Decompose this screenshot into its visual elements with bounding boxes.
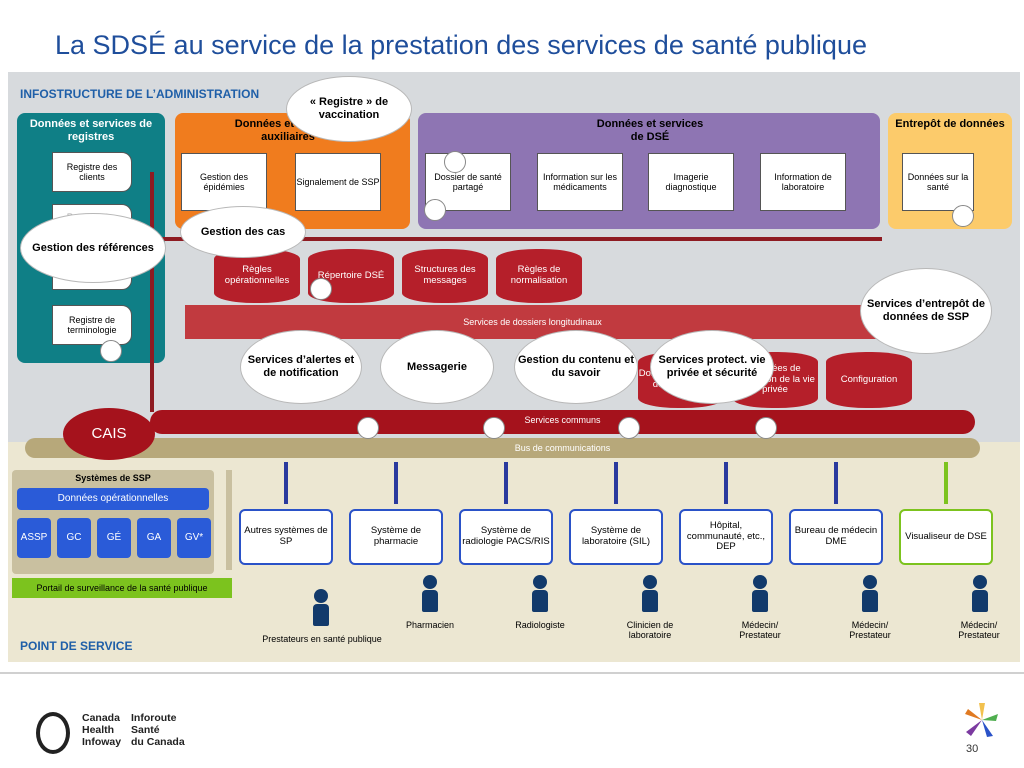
person-label: Médecin/ Prestateur bbox=[849, 620, 891, 641]
registries-header: Données et services de registres bbox=[29, 118, 153, 143]
person-icon bbox=[642, 575, 658, 612]
bus-arrow bbox=[394, 462, 398, 504]
operational-data: Données opérationnelles bbox=[17, 488, 209, 510]
dse-header: Données et services de DSÉ bbox=[596, 118, 704, 143]
drug-information: Information sur les médicaments bbox=[537, 153, 623, 211]
connector-dot bbox=[424, 199, 446, 221]
footer-divider bbox=[0, 672, 1024, 674]
vertical-connector bbox=[150, 172, 154, 412]
common-services-label: Services communs bbox=[524, 415, 601, 425]
connector-dot bbox=[357, 417, 379, 439]
vaccination-registry-bubble: « Registre » de vaccination bbox=[286, 76, 412, 142]
person-label: Radiologiste bbox=[515, 620, 565, 630]
integration-line bbox=[140, 237, 882, 241]
referral-management-bubble: Gestion des références bbox=[20, 213, 166, 283]
bus-arrow bbox=[834, 462, 838, 504]
person-icon bbox=[972, 575, 988, 612]
business-rules: Règles opérationnelles bbox=[214, 249, 300, 303]
other-ph-systems: Autres systèmes de SP bbox=[239, 509, 333, 565]
terminology-registry: Registre de terminologie bbox=[52, 305, 132, 345]
bus-arrow bbox=[724, 462, 728, 504]
laboratory-information: Information de laboratoire bbox=[760, 153, 846, 211]
bus-arrow bbox=[284, 462, 288, 504]
messaging-bubble: Messagerie bbox=[380, 330, 494, 404]
hospital-community-system: Hôpital, communauté, etc., DEP bbox=[679, 509, 773, 565]
ehr-viewer: Visualiseur de DSE bbox=[899, 509, 993, 565]
module-ga: GA bbox=[137, 518, 171, 558]
person-icon bbox=[532, 575, 548, 612]
communications-bus-label: Bus de communications bbox=[514, 443, 611, 453]
surveillance-portal: Portail de surveillance de la santé publ… bbox=[12, 578, 232, 598]
privacy-security-bubble: Services protect. vie privée et sécurité bbox=[650, 330, 774, 404]
physician-office-emr: Bureau de médecin DME bbox=[789, 509, 883, 565]
health-data: Données sur la santé bbox=[902, 153, 974, 211]
page-title: La SDSÉ au service de la prestation des … bbox=[55, 30, 867, 60]
star-logo-icon bbox=[962, 700, 1002, 740]
configuration-data: Configuration bbox=[826, 352, 912, 408]
ssp-data-warehouse-bubble: Services d’entrepôt de données de SSP bbox=[860, 268, 992, 354]
pharmacy-system: Système de pharmacie bbox=[349, 509, 443, 565]
connector-dot bbox=[483, 417, 505, 439]
person-label: Médecin/ Prestateur bbox=[739, 620, 781, 641]
module-assp: ASSP bbox=[17, 518, 51, 558]
epidemic-management: Gestion des épidémies bbox=[181, 153, 267, 211]
connector-dot bbox=[310, 278, 332, 300]
diagnostic-imaging: Imagerie diagnostique bbox=[648, 153, 734, 211]
person-label: Clinicien de laboratoire bbox=[626, 620, 674, 641]
ssp-systems-header: Systèmes de SSP bbox=[75, 473, 151, 483]
alerts-notification-bubble: Services d’alertes et de notification bbox=[240, 330, 362, 404]
module-gc: GC bbox=[57, 518, 91, 558]
radiology-system: Système de radiologie PACS/RIS bbox=[459, 509, 553, 565]
normalization-rules: Règles de normalisation bbox=[496, 249, 582, 303]
message-structures: Structures des messages bbox=[402, 249, 488, 303]
connector-dot bbox=[952, 205, 974, 227]
person-icon bbox=[422, 575, 438, 612]
person-label: Prestateurs en santé publique bbox=[262, 634, 382, 644]
communications-bus bbox=[25, 438, 980, 458]
infostructure-label: INFOSTRUCTURE DE L’ADMINISTRATION bbox=[20, 87, 260, 101]
connector-dot bbox=[618, 417, 640, 439]
bus-arrow bbox=[614, 462, 618, 504]
double-arrow bbox=[226, 470, 232, 570]
point-of-service-label: POINT DE SERVICE bbox=[20, 639, 133, 653]
person-icon bbox=[313, 589, 329, 626]
case-management-bubble: Gestion des cas bbox=[180, 206, 306, 258]
module-gv: GV* bbox=[177, 518, 211, 558]
page-number: 30 bbox=[966, 743, 979, 755]
person-icon bbox=[862, 575, 878, 612]
client-registry: Registre des clients bbox=[52, 152, 132, 192]
bus-arrow bbox=[944, 462, 948, 504]
connector-dot bbox=[100, 340, 122, 362]
bus-arrow bbox=[504, 462, 508, 504]
person-label: Médecin/ Prestateur bbox=[958, 620, 1000, 641]
person-label: Pharmacien bbox=[405, 620, 455, 630]
infoway-logo-icon bbox=[36, 712, 70, 754]
connector-dot bbox=[444, 151, 466, 173]
knowledge-management-bubble: Gestion du contenu et du savoir bbox=[514, 330, 638, 404]
cais-label: CAIS bbox=[63, 408, 155, 460]
module-ge: GÉ bbox=[97, 518, 131, 558]
laboratory-system: Système de laboratoire (SIL) bbox=[569, 509, 663, 565]
common-services-pipe bbox=[150, 410, 975, 434]
ssp-reporting: Signalement de SSP bbox=[295, 153, 381, 211]
person-icon bbox=[752, 575, 768, 612]
connector-dot bbox=[755, 417, 777, 439]
data-warehouse-header: Entrepôt de données bbox=[895, 118, 1005, 130]
